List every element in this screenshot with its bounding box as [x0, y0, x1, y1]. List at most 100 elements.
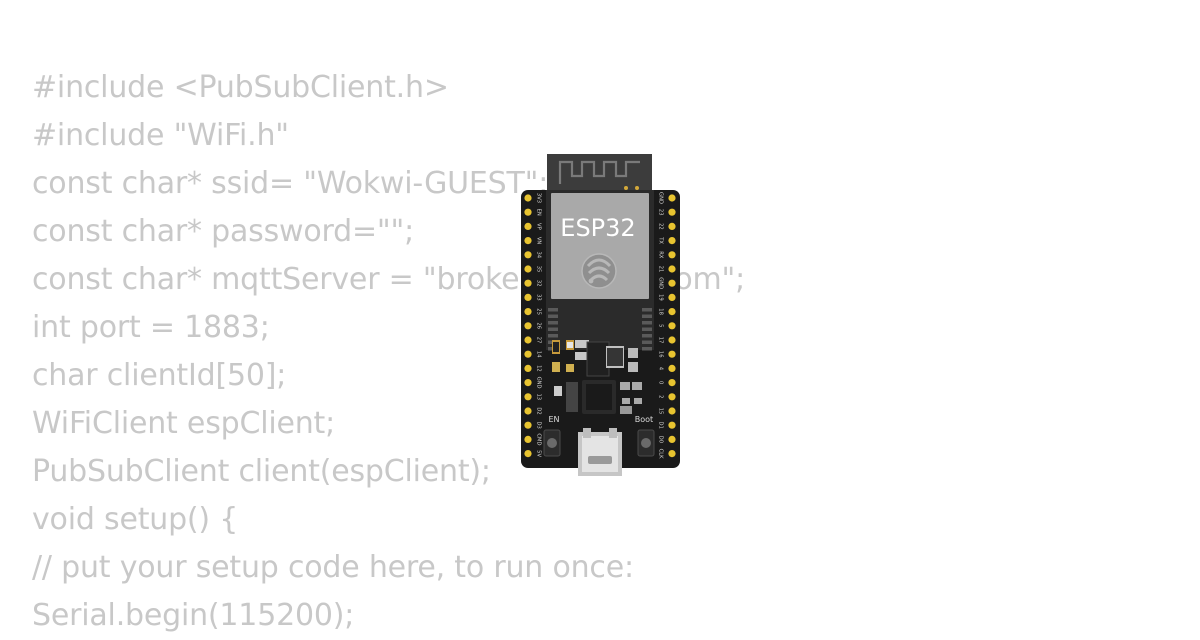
antenna-trace	[558, 160, 640, 184]
left-pin-27[interactable]	[524, 336, 532, 344]
module-pad	[642, 340, 652, 344]
en-label: EN	[548, 415, 559, 424]
module-pad	[548, 314, 558, 318]
right-pin-4[interactable]	[668, 364, 676, 372]
right-pin-label: 22	[658, 223, 664, 230]
left-pin-12[interactable]	[524, 364, 532, 372]
right-pin-15[interactable]	[668, 407, 676, 415]
left-pin-label: VP	[536, 223, 542, 230]
left-pin-label: GND	[536, 377, 542, 389]
left-pin-label: 3V3	[536, 193, 542, 203]
right-pin-label: 21	[658, 266, 664, 273]
left-pin-cmd[interactable]	[524, 435, 532, 443]
right-pin-label: 15	[658, 408, 664, 415]
right-pin-rx[interactable]	[668, 251, 676, 259]
code-line-3: const char* ssid= "Wokwi-GUEST";	[32, 166, 549, 201]
left-pin-35[interactable]	[524, 265, 532, 273]
left-pin-label: 27	[536, 337, 542, 344]
espressif-logo-icon	[581, 253, 617, 289]
antenna-section	[547, 154, 652, 192]
left-pin-label: D2	[536, 407, 542, 414]
right-pin-0[interactable]	[668, 379, 676, 387]
left-pin-d2[interactable]	[524, 407, 532, 415]
right-pin-label: 16	[658, 351, 664, 358]
boot-button[interactable]	[637, 429, 655, 457]
right-pin-18[interactable]	[668, 308, 676, 316]
boot-label: Boot	[635, 415, 653, 424]
left-pin-3v3[interactable]	[524, 194, 532, 202]
left-pin-en[interactable]	[524, 208, 532, 216]
left-pin-label: 13	[536, 393, 542, 400]
right-pin-23[interactable]	[668, 208, 676, 216]
module-pad	[642, 347, 652, 351]
module-pad	[548, 327, 558, 331]
left-pin-vp[interactable]	[524, 222, 532, 230]
module-shield	[551, 193, 649, 299]
right-pin-gnd[interactable]	[668, 194, 676, 202]
left-pin-d3[interactable]	[524, 421, 532, 429]
right-pin-d1[interactable]	[668, 421, 676, 429]
left-pin-labels: 3V3ENVPVN343532332526271412GND13D2D3CMD5…	[536, 193, 542, 458]
module-pad	[548, 321, 558, 325]
left-pin-label: 14	[536, 351, 542, 358]
left-pin-label: CMD	[536, 433, 542, 445]
module-pad	[642, 314, 652, 318]
right-pin-17[interactable]	[668, 336, 676, 344]
left-pin-label: 34	[536, 251, 542, 258]
left-pin-label: 33	[536, 294, 542, 301]
left-pin-13[interactable]	[524, 393, 532, 401]
right-pin-label: 5	[658, 324, 664, 327]
left-pin-5v[interactable]	[524, 450, 532, 458]
right-pin-2[interactable]	[668, 393, 676, 401]
left-pin-label: EN	[536, 209, 542, 216]
right-pin-label: GND	[658, 277, 664, 289]
right-pin-label: 17	[658, 337, 664, 344]
en-button[interactable]	[543, 429, 561, 457]
antenna-pad-2	[635, 186, 639, 190]
right-pin-16[interactable]	[668, 350, 676, 358]
right-pin-header	[668, 194, 676, 458]
right-pin-22[interactable]	[668, 222, 676, 230]
right-pin-d0[interactable]	[668, 435, 676, 443]
left-pin-gnd[interactable]	[524, 379, 532, 387]
right-pin-21[interactable]	[668, 265, 676, 273]
code-line-9: PubSubClient client(espClient);	[32, 454, 491, 489]
left-pin-header	[524, 194, 532, 458]
right-pin-clk[interactable]	[668, 450, 676, 458]
left-pin-25[interactable]	[524, 308, 532, 316]
left-pin-33[interactable]	[524, 293, 532, 301]
module-pad	[642, 327, 652, 331]
code-line-8: WiFiClient espClient;	[32, 406, 336, 441]
left-pin-label: 5V	[536, 450, 542, 457]
left-pin-26[interactable]	[524, 322, 532, 330]
right-pin-5[interactable]	[668, 322, 676, 330]
left-pin-label: 12	[536, 365, 542, 372]
right-pin-label: 2	[658, 395, 664, 398]
code-line-2: #include "WiFi.h"	[32, 118, 289, 153]
right-pin-label: 23	[658, 209, 664, 216]
right-pin-label: GND	[658, 192, 664, 204]
left-pin-34[interactable]	[524, 251, 532, 259]
left-pin-32[interactable]	[524, 279, 532, 287]
left-pin-label: VN	[536, 237, 542, 245]
right-pin-label: 4	[658, 367, 664, 371]
left-pin-14[interactable]	[524, 350, 532, 358]
module-pad	[548, 334, 558, 338]
code-line-11: // put your setup code here, to run once…	[32, 550, 634, 585]
right-pin-label: D0	[658, 436, 664, 443]
left-pin-label: 32	[536, 280, 542, 287]
code-line-4: const char* password="";	[32, 214, 415, 249]
micro-usb-connector[interactable]	[578, 428, 622, 476]
left-pin-vn[interactable]	[524, 237, 532, 245]
code-line-12: Serial.begin(115200);	[32, 598, 355, 633]
right-pin-label: TX	[658, 236, 664, 244]
antenna-pad-1	[624, 186, 628, 190]
right-pin-gnd[interactable]	[668, 279, 676, 287]
left-pin-label: D3	[536, 422, 542, 429]
right-pin-label: CLK	[658, 449, 664, 460]
right-pin-tx[interactable]	[668, 237, 676, 245]
code-line-10: void setup() {	[32, 502, 239, 537]
right-pin-19[interactable]	[668, 293, 676, 301]
